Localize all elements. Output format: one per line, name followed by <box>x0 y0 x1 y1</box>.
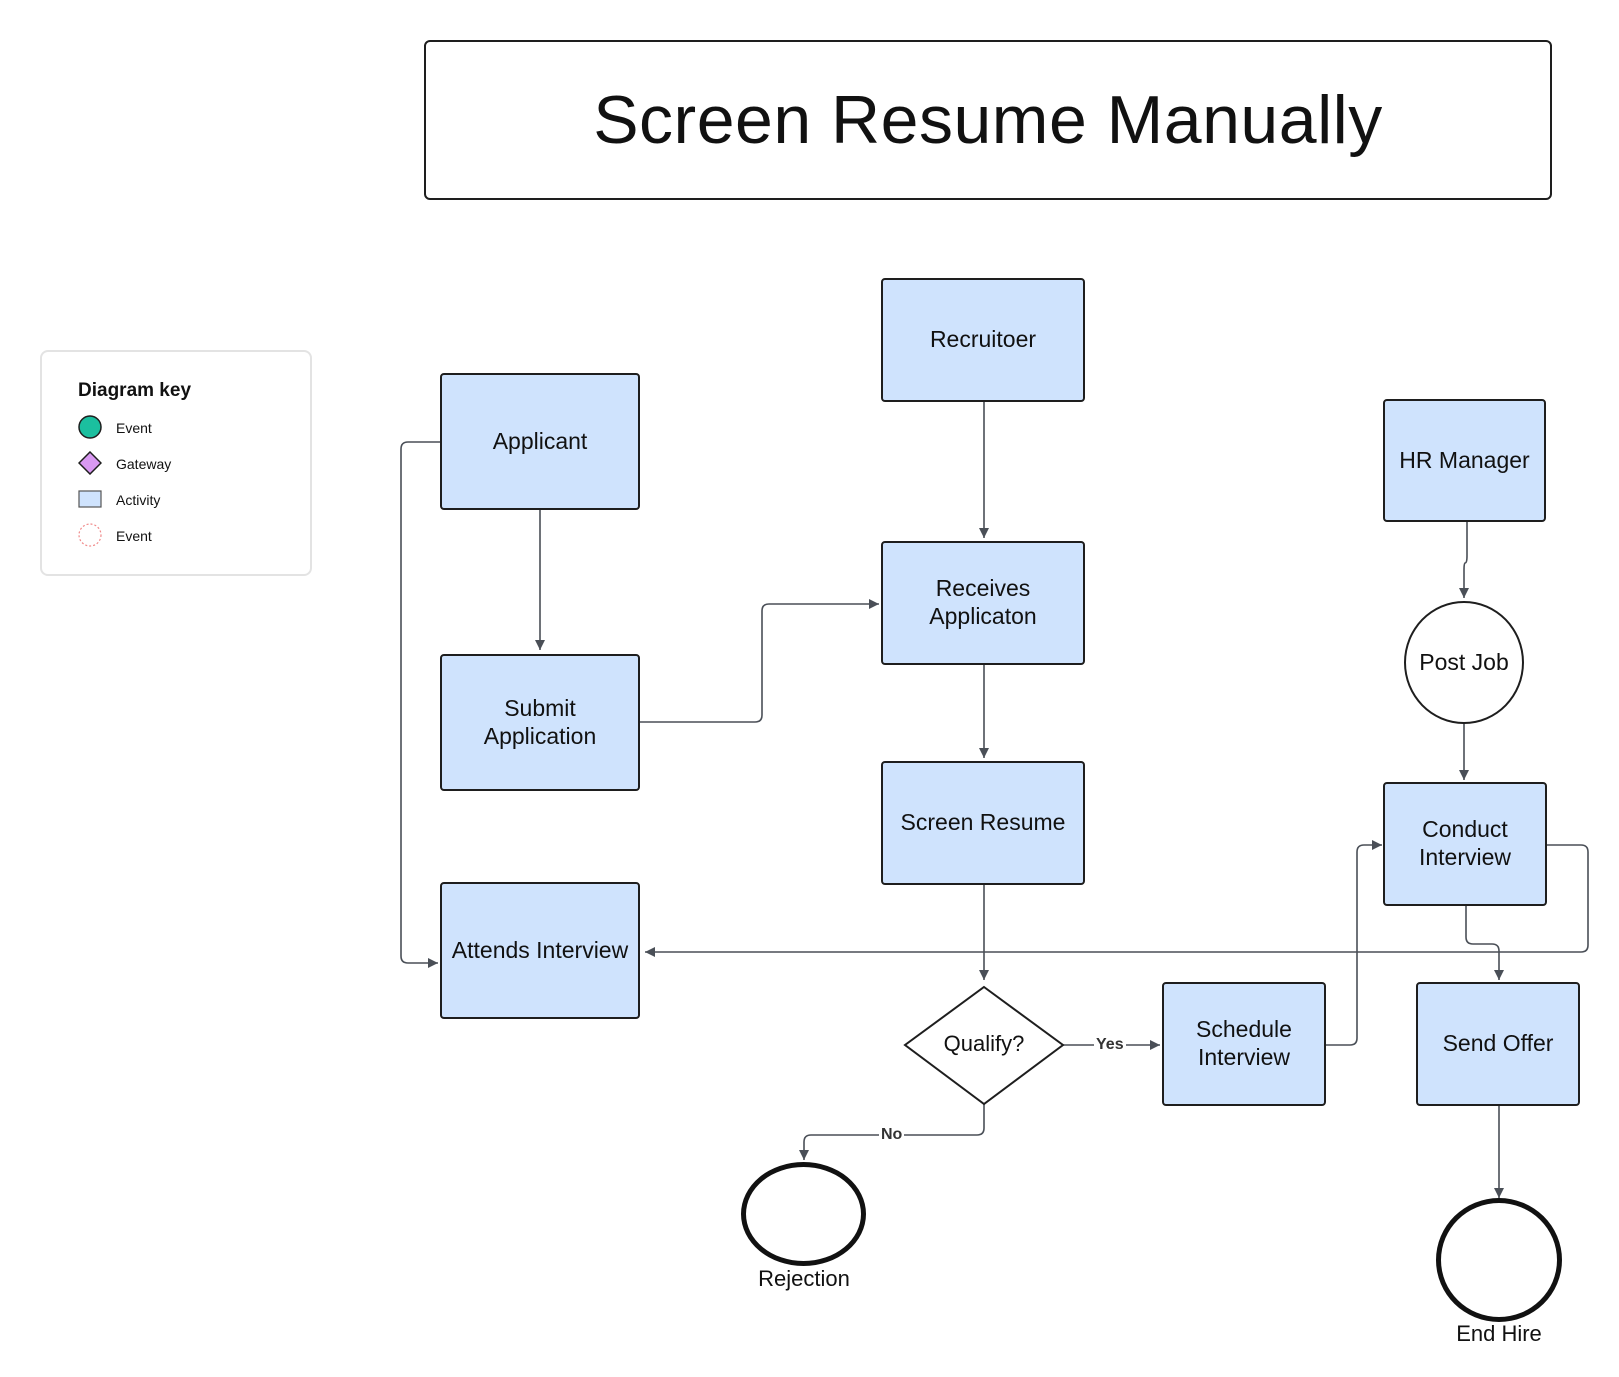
end-hire-end-event[interactable] <box>1436 1198 1562 1322</box>
legend-label: Gateway <box>116 456 172 472</box>
node-label: Recruitoer <box>929 326 1037 353</box>
node-label: Schedule Interview <box>1196 1016 1292 1070</box>
diagram-key-title: Diagram key <box>78 380 192 401</box>
event-swatch-icon <box>78 415 102 440</box>
legend-item-event-dashed: Event <box>78 523 152 549</box>
legend-label: Event <box>116 528 152 544</box>
gateway-swatch-icon <box>78 451 102 476</box>
node-label: Send Offer <box>1442 1030 1554 1057</box>
edge-label-yes: Yes <box>1094 1036 1126 1054</box>
node-applicant[interactable]: Applicant <box>440 373 640 510</box>
node-hr-manager[interactable]: HR Manager <box>1383 399 1546 522</box>
edge-conduct-sendoffer <box>1465 906 1504 980</box>
end-hire-label: End Hire <box>1456 1321 1542 1346</box>
dashed-event-swatch-icon <box>78 523 102 548</box>
node-screen-resume[interactable]: Screen Resume <box>881 761 1085 885</box>
node-receives-application[interactable]: Receives Applicaton <box>881 541 1085 665</box>
legend-item-event: Event <box>78 415 152 441</box>
node-send-offer[interactable]: Send Offer <box>1416 982 1580 1106</box>
node-label: Conduct Interview <box>1418 816 1512 870</box>
qualify-gateway[interactable]: Qualify? <box>943 1031 1025 1056</box>
node-label: Submit Application <box>483 694 597 749</box>
page-title: Screen Resume Manually <box>593 82 1383 158</box>
node-label: HR Manager <box>1399 446 1530 473</box>
legend-item-gateway: Gateway <box>78 451 171 477</box>
diagram-key: Diagram key Event Gateway Activity Event <box>40 350 312 576</box>
legend-label: Event <box>116 420 152 436</box>
node-label: Screen Resume <box>900 809 1066 836</box>
edge-conduct-attends <box>645 844 1589 957</box>
node-label: Receives Applicaton <box>929 575 1037 629</box>
node-label: Applicant <box>492 427 588 454</box>
activity-swatch-icon <box>78 488 102 512</box>
node-conduct-interview[interactable]: Conduct Interview <box>1383 782 1547 906</box>
node-label: Post Job <box>1419 649 1509 675</box>
node-label: Attends Interview <box>451 936 629 963</box>
legend-item-activity: Activity <box>78 487 160 513</box>
node-post-job[interactable]: Post Job <box>1404 601 1524 724</box>
title-box: Screen Resume Manually <box>424 40 1552 200</box>
qualify-gateway-shape <box>903 985 1065 1106</box>
node-submit-application[interactable]: Submit Application <box>440 654 640 791</box>
edge-applicant-attends <box>400 441 440 968</box>
rejection-end-event[interactable] <box>741 1162 866 1266</box>
legend-label: Activity <box>116 492 161 508</box>
node-recruiter[interactable]: Recruitoer <box>881 278 1085 402</box>
rejection-label: Rejection <box>758 1266 850 1291</box>
edge-hr-postjob <box>1459 522 1469 598</box>
node-schedule-interview[interactable]: Schedule Interview <box>1162 982 1326 1106</box>
edge-schedule-conduct <box>1326 840 1382 1046</box>
edge-submit-receives <box>640 599 879 723</box>
edge-label-no: No <box>879 1126 905 1144</box>
node-attends-interview[interactable]: Attends Interview <box>440 882 640 1019</box>
